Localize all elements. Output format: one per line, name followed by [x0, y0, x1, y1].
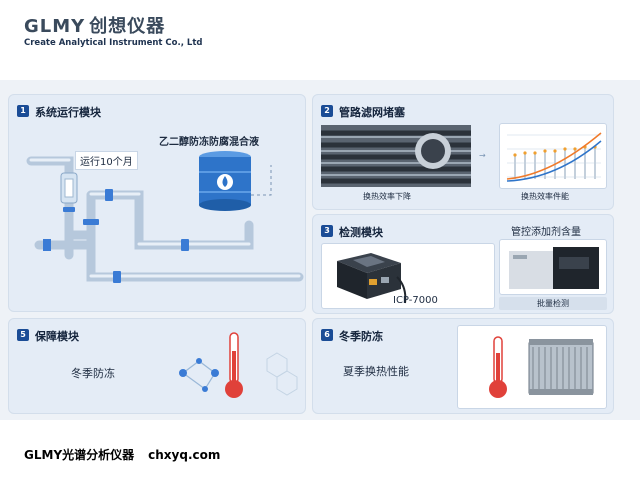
winter-antifreeze-text: 冬季防冻	[71, 367, 115, 380]
footer-company: GLMY光谱分析仪器	[24, 448, 135, 462]
panel-6-number: 6	[321, 329, 333, 341]
run-duration-label: 运行10个月	[75, 151, 138, 170]
hexagon-icon	[266, 352, 298, 396]
arrow-icon: →	[479, 151, 486, 160]
pipe-system-illustration	[26, 156, 304, 283]
fluid-label: 乙二醇防冻防腐混合液	[159, 137, 259, 148]
panel-3-title: 检测模块	[339, 226, 383, 239]
panel-5-number: 5	[17, 329, 29, 341]
panel-filter-blockage: 2 管路滤网堵塞 换热效率下降 →	[312, 94, 614, 210]
panel-detection: 3 检测模块 ICP-7000 → 管控添加剂含量 批量检测	[312, 214, 614, 314]
panel-1-title: 系统运行模块	[35, 106, 101, 119]
left-caption: 换热效率下降	[363, 192, 411, 201]
right-caption: 换热效率件能	[521, 192, 569, 201]
panel-2-number: 2	[321, 105, 333, 117]
batch-detection-caption: 批量检测	[499, 297, 607, 310]
thermometer-icon	[489, 336, 507, 398]
summer-heat-exchange-text: 夏季换热性能	[343, 365, 409, 378]
panel-6-title: 冬季防冻	[339, 330, 383, 343]
panel-1-number: 1	[17, 105, 29, 117]
icp-device-image	[337, 253, 407, 304]
logo-brand: GLMY	[24, 16, 86, 37]
logo-name-cn: 创想仪器	[89, 16, 166, 37]
panel-5-title: 保障模块	[35, 330, 79, 343]
panel-system-operation: 1 系统运行模块 运行10个月	[8, 94, 306, 312]
panel-3-number: 3	[321, 225, 333, 237]
panel-winter-antifreeze: 6 冬季防冻 夏季换热性能	[312, 318, 614, 414]
panel-guarantee: 5 保障模块 冬季防冻	[8, 318, 306, 414]
additive-control-title: 管控添加剂含量	[511, 227, 581, 238]
coolant-drum	[199, 151, 251, 211]
panel-2-title: 管路滤网堵塞	[339, 106, 405, 119]
radiator-image	[528, 339, 594, 395]
blocked-pipe-image	[321, 125, 471, 187]
thermometer-icon	[225, 332, 243, 398]
analyzer-image	[509, 247, 599, 289]
efficiency-chart	[506, 132, 602, 182]
logo-english-name: Create Analytical Instrument Co., Ltd	[24, 38, 203, 48]
footer: GLMY光谱分析仪器 chxyq.com	[24, 446, 234, 463]
device-label: ICP-7000	[393, 295, 438, 306]
molecule-icon	[179, 358, 219, 392]
footer-url[interactable]: chxyq.com	[148, 448, 221, 462]
